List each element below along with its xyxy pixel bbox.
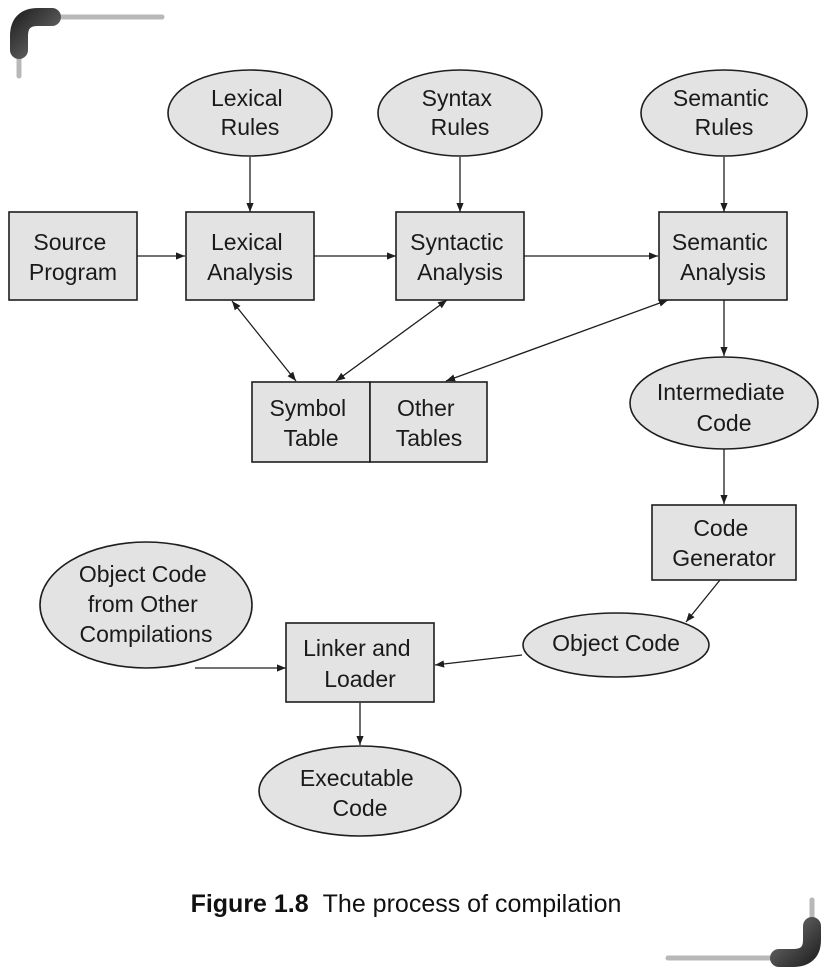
- edge-lexical-analysis-symbol-table: [231, 300, 297, 382]
- node-semantic-analysis-shape: [658, 211, 788, 301]
- node-intermediate-code-shape: [629, 356, 819, 450]
- node-symbol-table-shape: [251, 381, 371, 463]
- node-lexical-analysis-shape: [185, 211, 315, 301]
- edges: [137, 157, 728, 745]
- node-object-code: Object Code: [522, 612, 710, 678]
- node-syntax-rules: Syntax Rules: [377, 69, 543, 157]
- node-other-tables: Other Tables: [369, 381, 488, 463]
- node-syntax-rules-shape: [377, 69, 543, 157]
- edge-semantic-analysis-other-tables: [445, 299, 669, 382]
- edge-code-generator-to-object-code: [685, 579, 721, 623]
- node-syntactic-analysis-shape: [395, 211, 525, 301]
- node-executable-code-label: Executable Code: [300, 765, 420, 821]
- node-other-tables-shape: [369, 381, 488, 463]
- node-executable-code-shape: [258, 745, 462, 837]
- node-semantic-rules: Semantic Rules: [640, 69, 808, 157]
- figure-caption-text: The process of compilation: [323, 890, 622, 918]
- corner-bracket-bottom-right: [665, 897, 821, 967]
- node-semantic-rules-shape: [640, 69, 808, 157]
- node-intermediate-code-label: Intermediate Code: [657, 379, 791, 436]
- node-lexical-analysis: Lexical Analysis: [185, 211, 315, 301]
- node-lexical-analysis-label: Lexical Analysis: [207, 229, 293, 285]
- node-object-code-label: Object Code: [552, 630, 680, 656]
- node-other-tables-label: Other Tables: [396, 395, 462, 451]
- node-symbol-table-label: Symbol Table: [269, 395, 352, 451]
- node-code-generator-shape: [651, 504, 797, 581]
- node-syntactic-analysis-label: Syntactic Analysis: [410, 229, 510, 285]
- node-lexical-rules-shape: [167, 69, 333, 157]
- node-syntactic-analysis: Syntactic Analysis: [395, 211, 525, 301]
- node-linker-loader-label: Linker and Loader: [303, 635, 417, 692]
- node-linker-loader: Linker and Loader: [285, 622, 435, 703]
- node-semantic-analysis: Semantic Analysis: [658, 211, 788, 301]
- node-object-code-other-compilations: Object Code from Other Compilations: [39, 541, 253, 669]
- node-syntax-rules-label: Syntax Rules: [422, 85, 499, 140]
- node-semantic-analysis-label: Semantic Analysis: [672, 229, 774, 285]
- node-lexical-rules-label: Lexical Rules: [211, 85, 289, 140]
- corner-bracket-top-left: [10, 8, 165, 79]
- node-source-program-shape: [8, 211, 138, 301]
- node-linker-loader-shape: [285, 622, 435, 703]
- node-source-program-label: Source Program: [29, 229, 117, 285]
- node-symbol-table: Symbol Table: [251, 381, 371, 463]
- edge-object-code-to-linker: [434, 654, 523, 668]
- node-code-generator: Code Generator: [651, 504, 797, 581]
- node-object-code-other-compilations-shape: [39, 541, 253, 669]
- node-code-generator-label: Code Generator: [672, 515, 776, 571]
- figure-caption: Figure 1.8 The process of compilation: [191, 890, 622, 918]
- node-source-program: Source Program: [8, 211, 138, 301]
- node-executable-code: Executable Code: [258, 745, 462, 837]
- node-intermediate-code: Intermediate Code: [629, 356, 819, 450]
- edge-syntactic-analysis-symbol-table: [335, 299, 448, 382]
- node-object-code-other-compilations-label: Object Code from Other Compilations: [79, 561, 213, 647]
- node-semantic-rules-label: Semantic Rules: [673, 85, 775, 140]
- node-object-code-shape: [522, 612, 710, 678]
- node-lexical-rules: Lexical Rules: [167, 69, 333, 157]
- figure-caption-number: Figure 1.8: [191, 890, 309, 918]
